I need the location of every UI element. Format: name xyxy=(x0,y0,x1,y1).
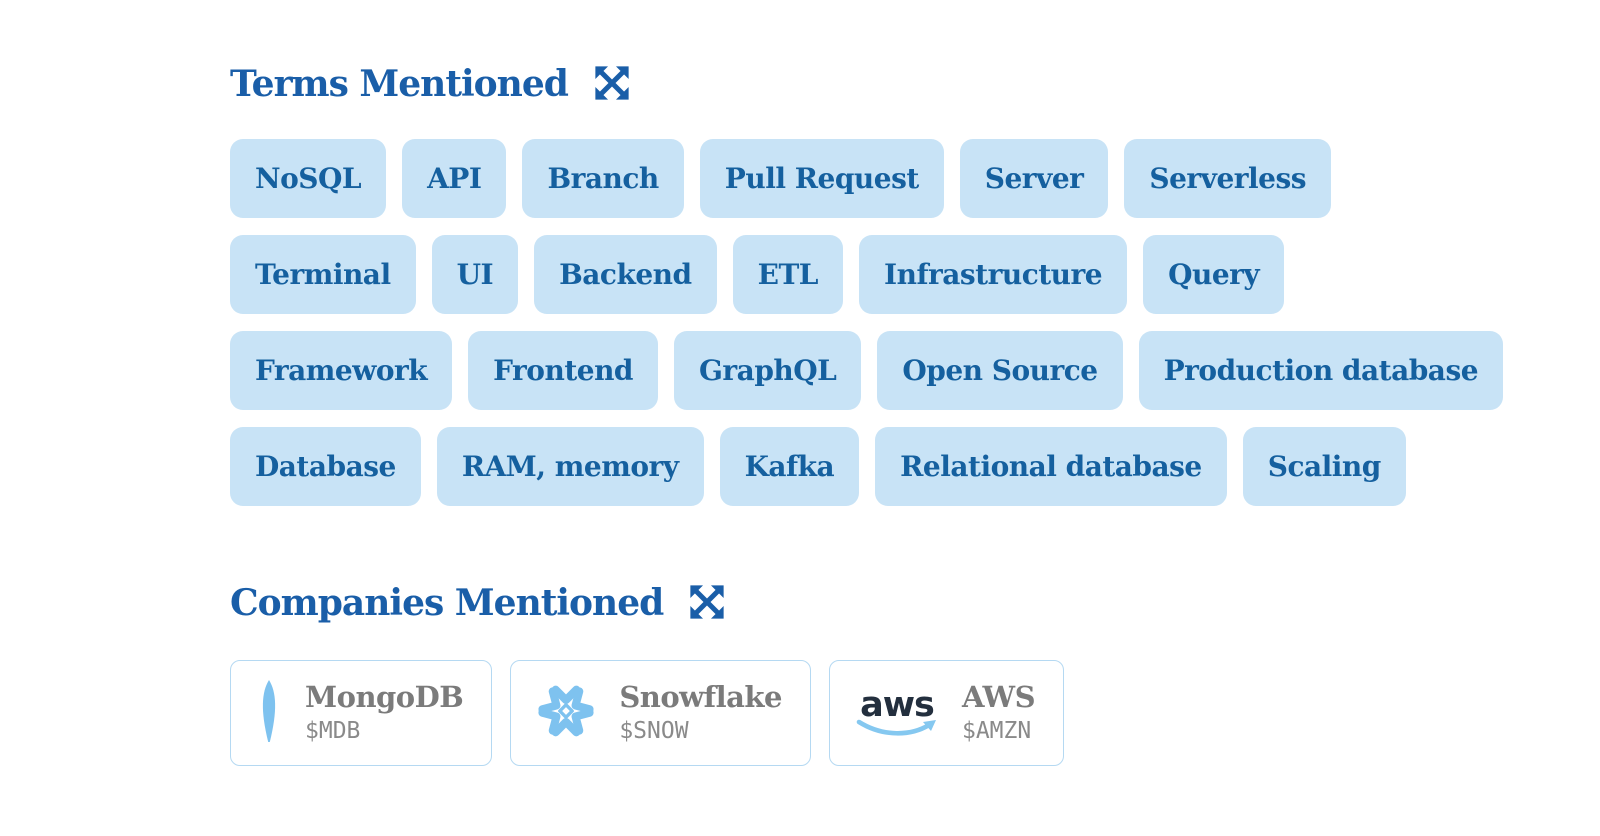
term-chip[interactable]: Backend xyxy=(534,235,717,315)
company-card-aws[interactable]: aws AWS $AMZN xyxy=(828,660,1065,767)
term-chip[interactable]: Branch xyxy=(522,139,684,219)
company-name: MongoDB xyxy=(305,680,464,715)
term-chip[interactable]: Framework xyxy=(230,331,453,411)
term-chip[interactable]: ETL xyxy=(732,235,843,315)
expand-arrows-icon xyxy=(592,64,632,105)
terms-row-3: Framework Frontend GraphQL Open Source P… xyxy=(230,331,1600,411)
companies-section: Companies Mentioned xyxy=(230,582,1600,767)
company-ticker: $MDB xyxy=(305,718,361,745)
terms-row-1: NoSQL API Branch Pull Request Server Ser… xyxy=(230,139,1600,219)
terms-chip-grid: NoSQL API Branch Pull Request Server Ser… xyxy=(230,139,1600,507)
term-chip[interactable]: GraphQL xyxy=(674,331,862,411)
company-name: Snowflake xyxy=(619,680,782,715)
term-chip[interactable]: Open Source xyxy=(877,331,1123,411)
terms-row-4: Database RAM, memory Kafka Relational da… xyxy=(230,427,1600,507)
term-chip[interactable]: Serverless xyxy=(1124,139,1331,219)
terms-section: Terms Mentioned xyxy=(230,63,1600,507)
terms-row-2: Terminal UI Backend ETL Infrastructure Q… xyxy=(230,235,1600,315)
companies-expand-button[interactable] xyxy=(687,583,727,624)
term-chip[interactable]: API xyxy=(402,139,507,219)
term-chip[interactable]: Relational database xyxy=(875,427,1227,507)
company-name: AWS xyxy=(961,680,1036,715)
term-chip[interactable]: Database xyxy=(230,427,421,507)
terms-heading-row: Terms Mentioned xyxy=(230,63,1600,106)
term-chip[interactable]: Production database xyxy=(1138,331,1504,411)
mongodb-leaf-icon xyxy=(255,679,283,747)
company-card-snowflake[interactable]: Snowflake $SNOW xyxy=(510,660,811,767)
term-chip[interactable]: Terminal xyxy=(230,235,416,315)
expand-arrows-icon xyxy=(687,583,727,624)
term-chip[interactable]: Scaling xyxy=(1242,427,1406,507)
companies-section-title: Companies Mentioned xyxy=(230,582,664,625)
term-chip[interactable]: Infrastructure xyxy=(859,235,1128,315)
company-card-mongodb[interactable]: MongoDB $MDB xyxy=(230,660,493,767)
term-chip[interactable]: UI xyxy=(431,235,519,315)
term-chip[interactable]: Pull Request xyxy=(699,139,944,219)
term-chip[interactable]: Server xyxy=(959,139,1109,219)
terms-section-title: Terms Mentioned xyxy=(230,63,569,105)
aws-smile-logo-icon: aws xyxy=(854,684,940,739)
snowflake-icon xyxy=(535,680,597,746)
term-chip[interactable]: Query xyxy=(1143,235,1285,315)
term-chip[interactable]: NoSQL xyxy=(230,139,387,219)
company-ticker: $SNOW xyxy=(619,718,689,745)
companies-heading-row: Companies Mentioned xyxy=(230,582,1600,625)
aws-logo-text: aws xyxy=(860,684,935,725)
term-chip[interactable]: RAM, memory xyxy=(436,427,704,507)
term-chip[interactable]: Kafka xyxy=(719,427,860,507)
term-chip[interactable]: Frontend xyxy=(468,331,659,411)
company-cards: MongoDB $MDB xyxy=(230,660,1600,767)
terms-expand-button[interactable] xyxy=(592,64,632,105)
company-ticker: $AMZN xyxy=(961,718,1032,745)
